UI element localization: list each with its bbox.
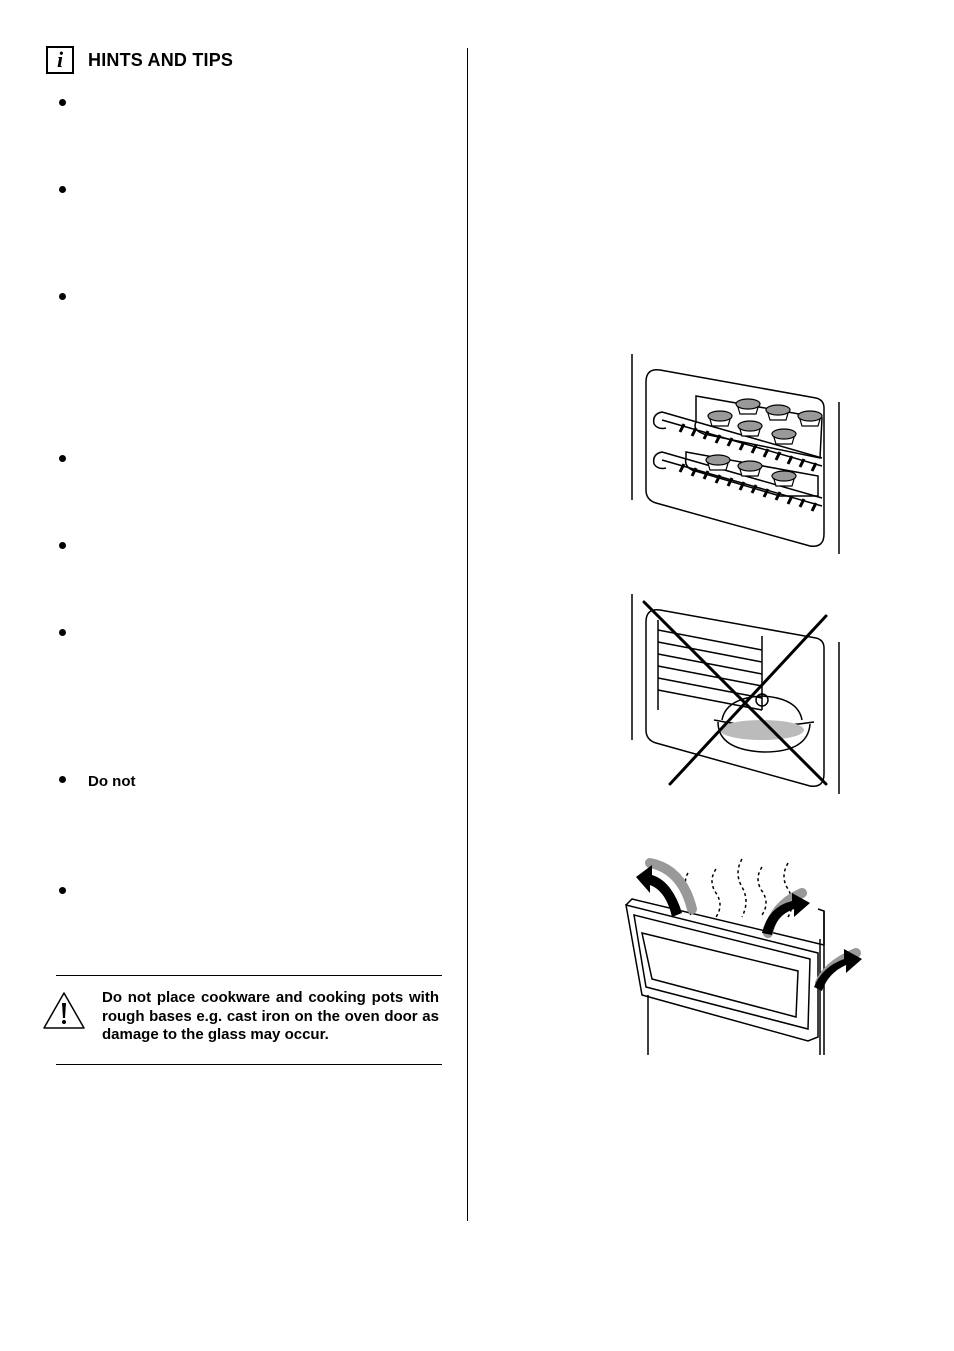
bullet-text-7: Do not (88, 773, 136, 790)
bullet-3 (58, 292, 68, 302)
bullet-2 (58, 185, 68, 195)
bullet-7 (58, 775, 68, 785)
section-title: HINTS AND TIPS (88, 49, 234, 70)
warning-text: Do not place cookware and cooking pots w… (102, 989, 439, 1043)
oven-floor-pot-crossed-illustration (631, 594, 840, 794)
section-header: i HINTS AND TIPS (46, 46, 233, 74)
warning-triangle-icon (43, 992, 85, 1029)
bullet-8 (58, 886, 68, 896)
column-divider (467, 48, 468, 1221)
warning-box (56, 975, 442, 1065)
bullet-6 (58, 628, 68, 638)
bullet-4 (58, 454, 68, 464)
bullet-1 (58, 98, 68, 108)
info-icon: i (46, 46, 74, 74)
oven-trays-illustration (631, 354, 840, 554)
bullet-5 (58, 541, 68, 551)
oven-door-steam-illustration (625, 858, 862, 1055)
